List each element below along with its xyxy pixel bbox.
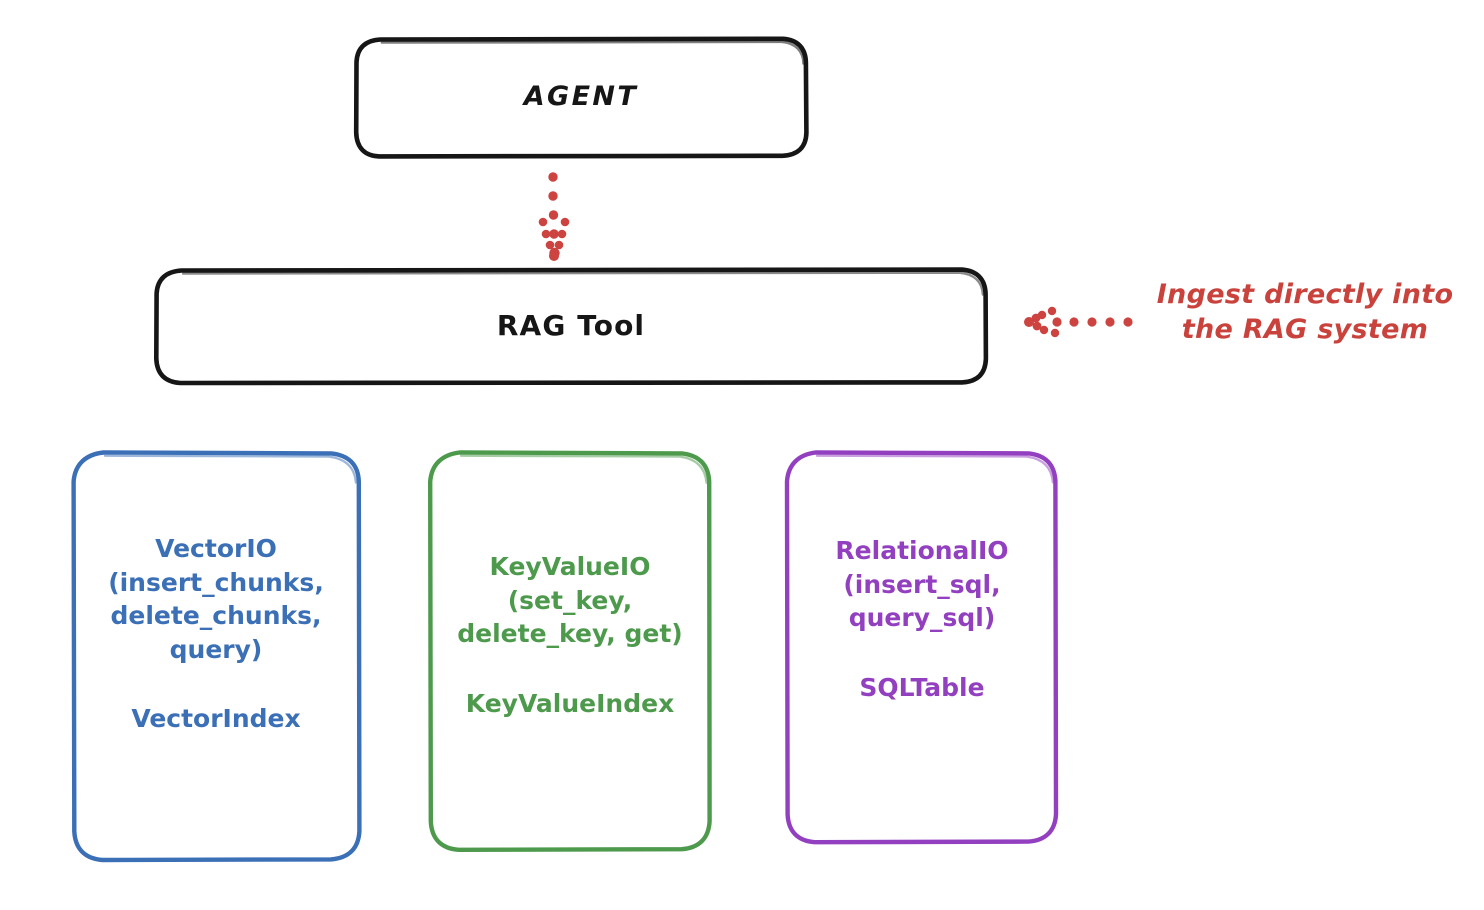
relational-io-api-label: RelationalIO (insert_sql, query_sql) [835,536,1009,632]
agent-node[interactable]: AGENT [356,38,806,156]
vector-io-api-label: VectorIO (insert_chunks, delete_chunks, … [108,534,324,664]
agent-to-rag-tool-arrow [538,172,570,261]
vector-io-node[interactable]: VectorIO (insert_chunks, delete_chunks, … [72,451,360,861]
relational-io-index-label: SQLTable [859,672,985,702]
key-value-io-index-label: KeyValueIndex [465,688,675,718]
key-value-io-api-label: KeyValueIO (set_key, delete_key, get) [457,552,683,648]
vector-io-index-label: VectorIndex [131,704,301,734]
ingest-annotation-text: Ingest directly into the RAG system [1156,279,1454,345]
agent-node-label: AGENT [523,80,639,112]
rag-tool-node[interactable]: RAG Tool [155,269,987,383]
key-value-io-content: KeyValueIO (set_key, delete_key, get) Ke… [457,550,682,720]
ingest-annotation: Ingest directly into the RAG system [1140,278,1470,347]
relational-io-node[interactable]: RelationalIO (insert_sql, query_sql) SQL… [786,451,1058,843]
vector-io-content: VectorIO (insert_chunks, delete_chunks, … [108,532,324,736]
rag-tool-node-label: RAG Tool [496,309,646,343]
ingest-to-rag-tool-arrow [1024,306,1133,338]
relational-io-content: RelationalIO (insert_sql, query_sql) SQL… [835,534,1008,704]
key-value-io-node[interactable]: KeyValueIO (set_key, delete_key, get) Ke… [429,451,711,851]
